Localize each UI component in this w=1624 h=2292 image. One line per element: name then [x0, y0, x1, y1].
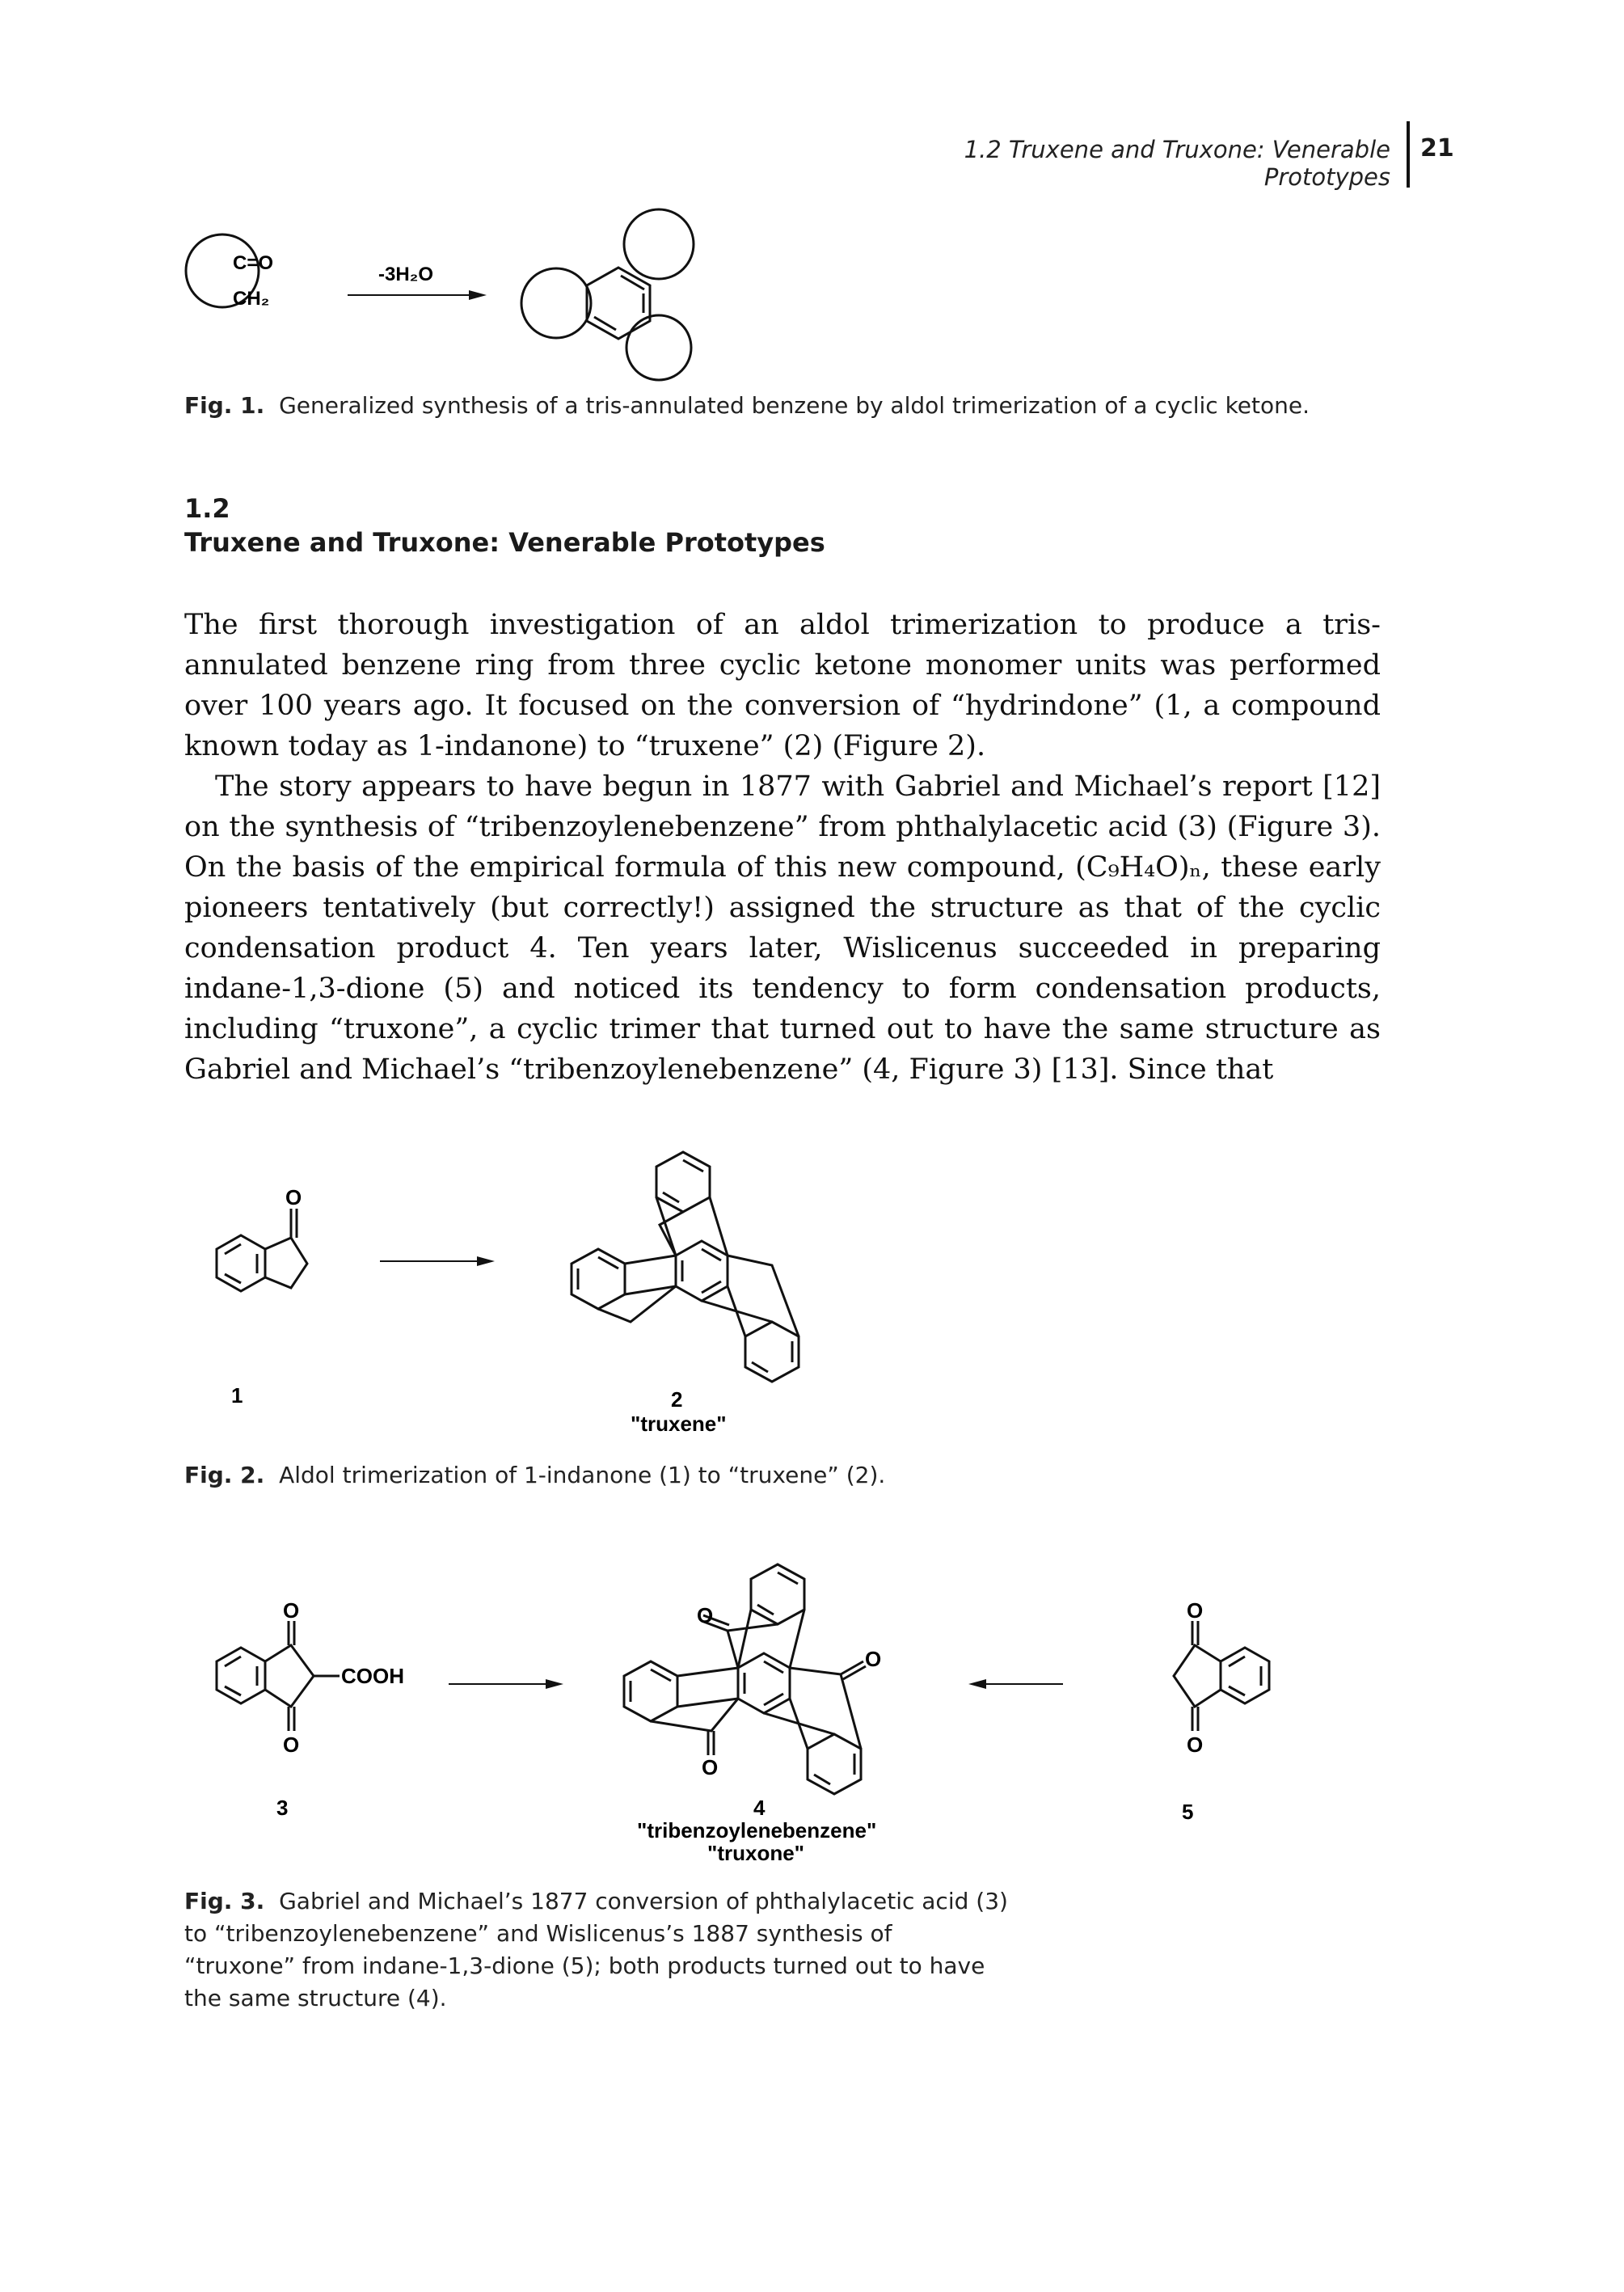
- header-rule: [1407, 121, 1410, 188]
- figure-1-caption-text: Generalized synthesis of a tris-annulate…: [279, 392, 1310, 419]
- paragraph-2: The story appears to have begun in 1877 …: [184, 770, 1381, 1086]
- figure-1-scheme: C=O CH₂ -3H₂O: [184, 208, 695, 382]
- figure-2-label: Fig. 2.: [184, 1462, 265, 1488]
- acid-oxygen-bottom: O: [283, 1733, 299, 1757]
- section-title: Truxene and Truxone: Venerable Prototype…: [184, 527, 825, 558]
- truxone-oxygen-2: O: [865, 1647, 881, 1671]
- reaction-arrow-head: [469, 290, 487, 300]
- product-ring-top: [622, 208, 695, 281]
- product-benzene: [585, 266, 652, 340]
- indanedione-structure: [1172, 1621, 1271, 1731]
- truxone-oxygen-3: O: [702, 1755, 718, 1779]
- figure-3-caption-line-4: the same structure (4).: [184, 1985, 447, 2011]
- cooh-label: COOH: [341, 1664, 404, 1688]
- fig3-forward-arrow-head: [546, 1679, 563, 1689]
- figure-2-caption: Fig. 2. Aldol trimerization of 1-indanon…: [184, 1459, 1397, 1492]
- truxone-structure: [622, 1563, 867, 1796]
- truxone-name: "truxone": [707, 1841, 804, 1865]
- compound-1-label: 1: [231, 1383, 243, 1408]
- reactant-co-label: C=O: [233, 252, 273, 274]
- paragraph-1: The first thorough investigation of an a…: [184, 609, 1381, 762]
- indanone-structure: O: [215, 1185, 309, 1293]
- figure-1-caption: Fig. 1. Generalized synthesis of a tris-…: [184, 390, 1397, 422]
- figure-2-scheme: O 1 2 "truxene": [215, 1150, 800, 1436]
- figure-3-caption-line-2: to “tribenzoylenebenzene” and Wislicenus…: [184, 1920, 892, 1947]
- figure-3-caption-line-1: Fig. 3. Gabriel and Michael’s 1877 conve…: [184, 1888, 1008, 1914]
- truxene-structure: [570, 1150, 800, 1383]
- figure-2-caption-text: Aldol trimerization of 1-indanone (1) to…: [279, 1462, 886, 1488]
- indanone-oxygen: O: [285, 1185, 302, 1209]
- fig2-arrow-head: [477, 1256, 495, 1266]
- product-ring-bottom: [625, 314, 693, 382]
- figure-1-label: Fig. 1.: [184, 392, 265, 419]
- figure-3-scheme: O O COOH O O O: [215, 1563, 1271, 1865]
- product-ring-left: [520, 267, 593, 340]
- figure-3-caption: Fig. 3. Gabriel and Michael’s 1877 conve…: [184, 1885, 1074, 2015]
- dione-oxygen-bottom: O: [1187, 1733, 1203, 1757]
- phthalylacetic-acid-structure: [215, 1621, 340, 1731]
- truxone-oxygen-1: O: [697, 1603, 713, 1627]
- compound-4-label: 4: [753, 1796, 766, 1820]
- section-number: 1.2: [184, 493, 230, 524]
- body-text: The first thorough investigation of an a…: [184, 605, 1381, 1090]
- figure-3-label: Fig. 3.: [184, 1888, 265, 1914]
- page-number: 21: [1420, 134, 1454, 163]
- compound-2-label: 2: [671, 1387, 682, 1412]
- fig3-reverse-arrow-head: [968, 1679, 986, 1689]
- truxene-name: "truxene": [631, 1412, 727, 1436]
- dione-oxygen-top: O: [1187, 1598, 1203, 1623]
- figure-3-caption-line-3: “truxone” from indane-1,3-dione (5); bot…: [184, 1952, 985, 1979]
- tribenzoylenebenzene-name: "tribenzoylenebenzene": [637, 1818, 876, 1842]
- acid-oxygen-top: O: [283, 1598, 299, 1623]
- reactant-ring: [184, 233, 260, 309]
- arrow-label: -3H₂O: [378, 264, 433, 285]
- running-title: 1.2 Truxene and Truxone: Venerable Proto…: [964, 136, 1390, 191]
- compound-3-label: 3: [276, 1796, 288, 1820]
- reactant-ch2-label: CH₂: [233, 288, 269, 310]
- compound-5-label: 5: [1182, 1800, 1193, 1824]
